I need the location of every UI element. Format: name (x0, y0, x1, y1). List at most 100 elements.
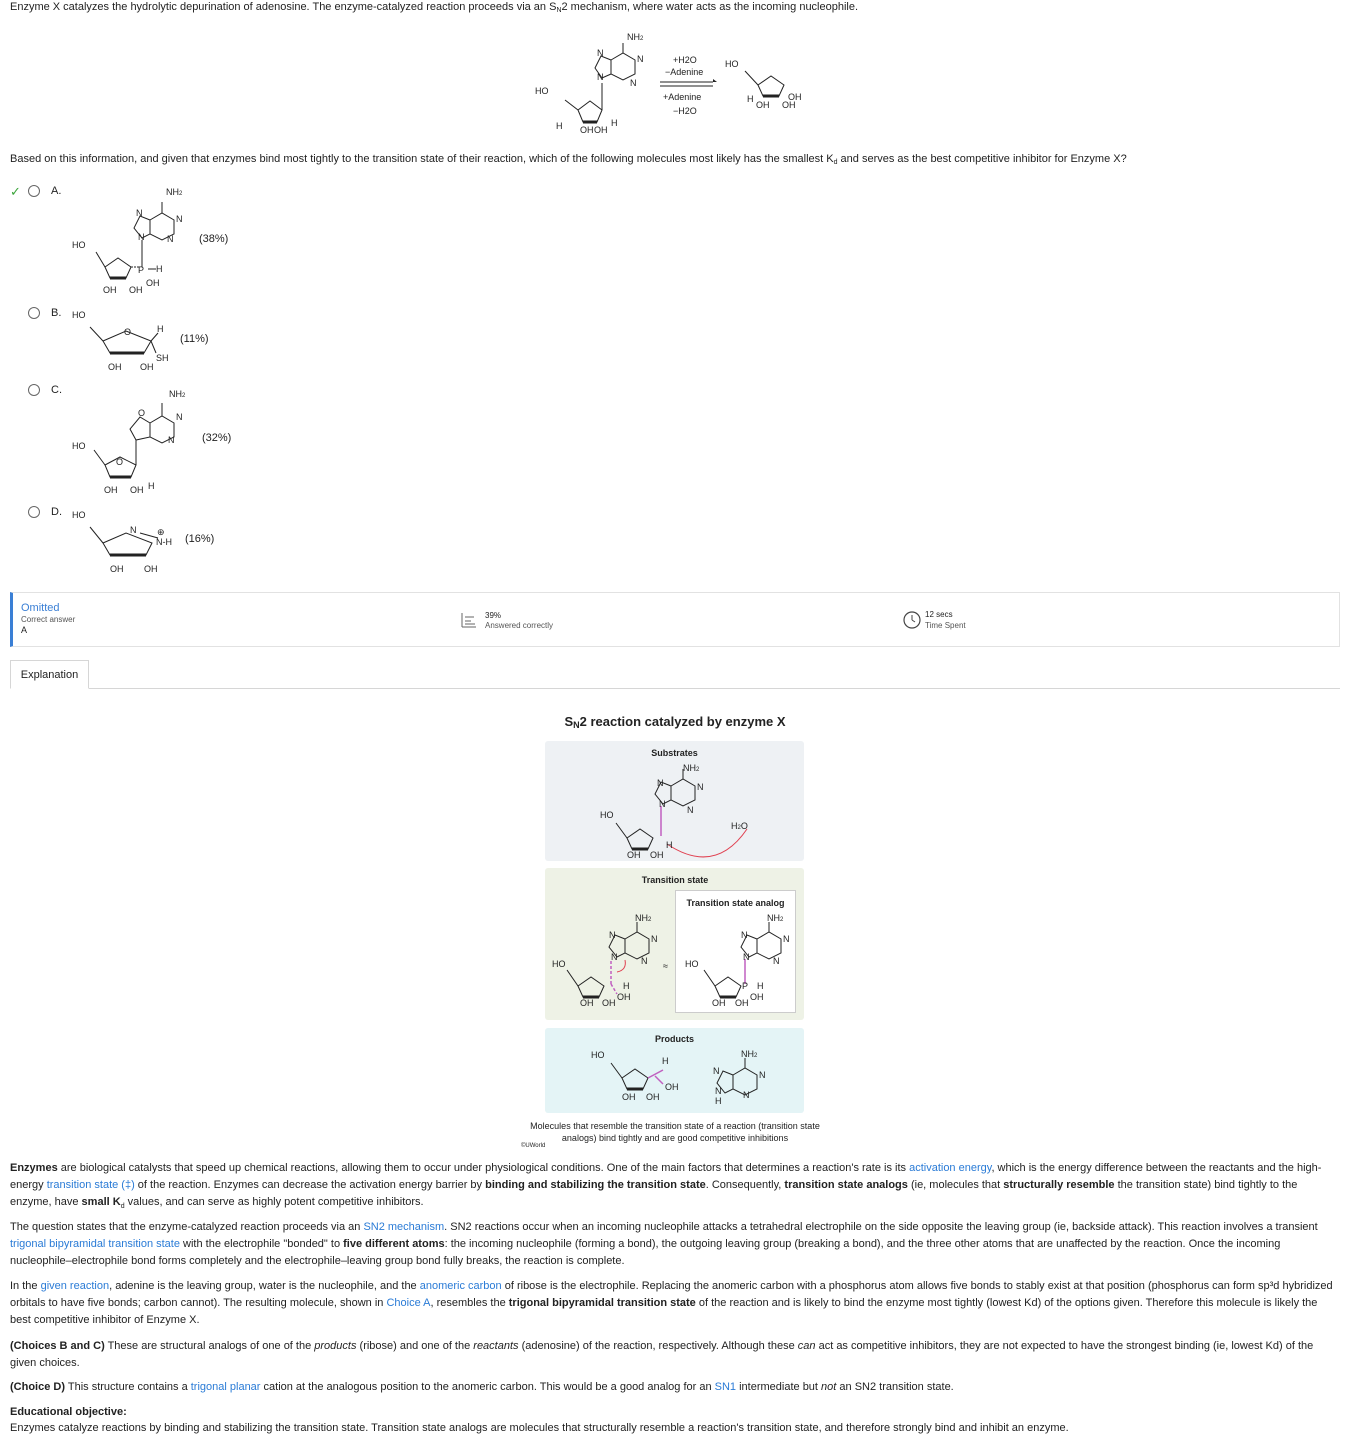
option-c-radio[interactable] (28, 384, 40, 396)
option-c-letter: C. (51, 384, 62, 396)
explanation-paragraph-1: Enzymes are biological catalysts that sp… (10, 1162, 1322, 1211)
option-b-radio[interactable] (28, 307, 40, 319)
svg-text:OH: OH (665, 1082, 679, 1092)
svg-text:OH: OH (104, 485, 118, 495)
svg-text:N: N (597, 72, 604, 82)
svg-text:H: H (611, 118, 618, 128)
correct-answer-value: A (21, 625, 28, 635)
explanation-paragraph-4: (Choices B and C) These are structural a… (10, 1340, 1314, 1369)
svg-text:N: N (609, 930, 616, 940)
svg-text:H: H (556, 121, 563, 131)
svg-text:OH: OH (146, 278, 160, 288)
option-b-letter: B. (51, 307, 62, 319)
svg-text:HO: HO (535, 86, 549, 96)
svg-text:NH2: NH2 (767, 913, 784, 923)
link-sn1[interactable]: SN1 (714, 1381, 737, 1393)
svg-text:N: N (637, 54, 644, 64)
option-d-radio[interactable] (28, 506, 40, 518)
svg-text:N: N (697, 782, 704, 792)
svg-text:N: N (651, 934, 658, 944)
svg-text:N: N (741, 930, 748, 940)
option-a-percent: (38%) (199, 233, 229, 245)
svg-text:OH: OH (140, 362, 154, 372)
svg-text:N: N (176, 412, 183, 422)
svg-text:OH: OH (622, 1092, 636, 1102)
tab-explanation[interactable]: Explanation (10, 660, 89, 689)
svg-text:H: H (623, 981, 630, 991)
svg-text:OH: OH (646, 1092, 660, 1102)
svg-text:H: H (662, 1056, 669, 1066)
link-given-reaction[interactable]: given reaction (40, 1280, 110, 1292)
svg-text:N: N (138, 232, 145, 242)
svg-text:N: N (167, 234, 174, 244)
svg-text:OH: OH (627, 850, 641, 860)
svg-text:H: H (666, 840, 673, 850)
svg-text:NH2: NH2 (169, 389, 186, 399)
option-d-letter: D. (51, 506, 62, 518)
time-spent-label: Time Spent (925, 621, 966, 630)
svg-text:P: P (138, 265, 144, 275)
svg-text:H: H (156, 264, 163, 274)
forward-reagent-bottom: −Adenine (665, 67, 703, 77)
svg-text:N: N (759, 1070, 766, 1080)
link-sn2-mechanism[interactable]: SN2 mechanism (363, 1221, 445, 1233)
link-anomeric-carbon[interactable]: anomeric carbon (419, 1280, 502, 1292)
link-activation-energy[interactable]: activation energy (909, 1162, 992, 1174)
svg-text:OH: OH (712, 998, 726, 1008)
svg-text:HO: HO (552, 959, 566, 969)
option-a-radio[interactable] (28, 185, 40, 197)
question-prompt: Based on this information, and given tha… (10, 153, 1127, 166)
svg-text:OH: OH (580, 125, 594, 135)
svg-text:HO: HO (685, 959, 699, 969)
svg-text:N: N (659, 799, 666, 809)
svg-text:N: N (743, 1090, 750, 1100)
svg-text:OH: OH (602, 998, 616, 1008)
objective-text: Enzymes catalyze reactions by binding an… (10, 1422, 1069, 1434)
svg-text:N: N (168, 435, 175, 445)
panel-substrates-label: Substrates (651, 748, 698, 758)
panel-products-label: Products (654, 1034, 694, 1044)
link-trigonal-bipyramidal[interactable]: trigonal bipyramidal transition state (10, 1238, 180, 1250)
link-choice-a[interactable]: Choice A (386, 1297, 431, 1309)
forward-reagent-top: +H2O (673, 55, 697, 65)
bar-chart-icon (461, 613, 476, 628)
copyright: ©UWorld (521, 1143, 546, 1149)
correct-answer-label: Correct answer (21, 615, 76, 624)
svg-text:N: N (715, 1086, 722, 1096)
svg-text:OH: OH (129, 285, 143, 295)
option-b-percent: (11%) (180, 333, 209, 345)
panel-transition-label: Transition state (641, 875, 709, 885)
explanation-paragraph-5: (Choice D) This structure contains a tri… (10, 1381, 954, 1393)
svg-text:H: H (757, 981, 764, 991)
panel-analog-label: Transition state analog (686, 898, 785, 908)
link-transition-state[interactable]: transition state (‡) (46, 1179, 135, 1191)
svg-text:N: N (687, 805, 694, 815)
svg-text:N: N (130, 525, 137, 535)
svg-text:HO: HO (72, 240, 86, 250)
percent-correct-value: 39% (485, 611, 502, 620)
svg-text:N-H: N-H (156, 537, 172, 547)
explanation-paragraph-2: The question states that the enzyme-cata… (10, 1221, 1318, 1267)
stats-bar: Omitted Correct answer A 39% Answered co… (10, 592, 1340, 647)
svg-text:OH: OH (103, 285, 117, 295)
svg-text:H: H (715, 1096, 722, 1106)
svg-text:OH: OH (756, 100, 770, 110)
svg-text:OH: OH (580, 998, 594, 1008)
svg-text:NH2: NH2 (635, 913, 652, 923)
svg-text:NH2: NH2 (627, 32, 644, 42)
analog-box: Transition state analog (675, 890, 796, 1013)
question-stem: Enzyme X catalyzes the hydrolytic depuri… (10, 1, 859, 14)
reverse-reagent-top: +Adenine (663, 92, 701, 102)
link-trigonal-planar[interactable]: trigonal planar (190, 1381, 261, 1393)
svg-text:O: O (138, 408, 145, 418)
svg-text:O: O (116, 457, 123, 467)
svg-text:N: N (773, 956, 780, 966)
svg-text:OH: OH (750, 992, 764, 1002)
